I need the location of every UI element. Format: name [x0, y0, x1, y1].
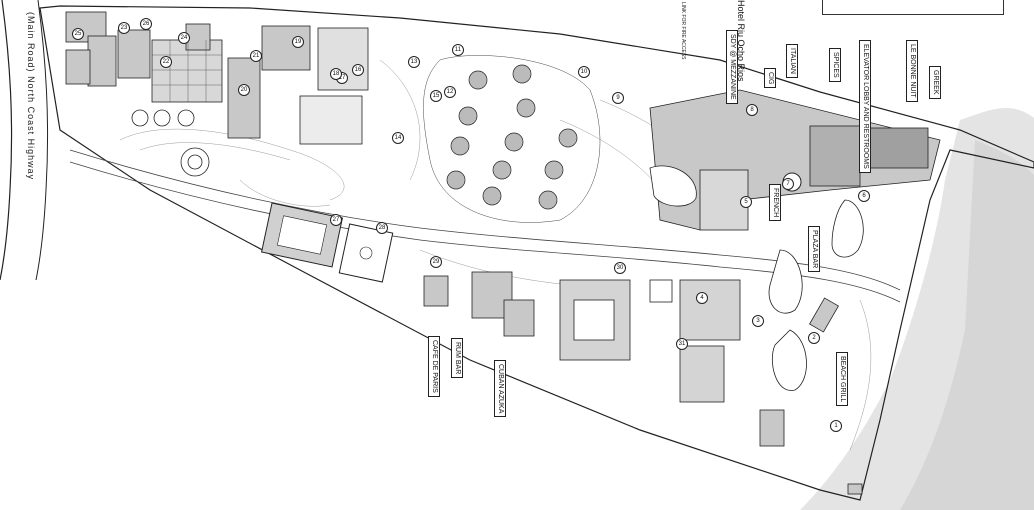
label-spices: SPICES	[829, 48, 841, 82]
site-marker-4: 4	[696, 292, 708, 304]
site-marker-19: 19	[292, 36, 304, 48]
highway-road-edge	[35, 0, 49, 281]
site-marker-11: 11	[452, 44, 464, 56]
tennis-court	[260, 202, 344, 268]
label-elevator-lobby: ELEVATOR LOBBY AND RESTROOMS	[859, 40, 871, 173]
site-marker-15: 15	[430, 90, 442, 102]
site-marker-9: 9	[612, 92, 624, 104]
label-sdy-mezzanine: SDY @ MEZZANINE	[726, 30, 738, 104]
label-greek: GREEK	[929, 66, 941, 99]
site-marker-23: 23	[118, 22, 130, 34]
site-marker-12: 12	[444, 86, 456, 98]
label-plaza-bar: PLAZA BAR	[808, 226, 820, 273]
site-marker-16: 16	[352, 64, 364, 76]
site-marker-28: 28	[376, 222, 388, 234]
villa-clusters	[446, 64, 578, 210]
internal-road	[69, 149, 901, 291]
label-rum-bar: RUM BAR	[451, 338, 463, 379]
site-marker-18: 18	[330, 68, 342, 80]
site-marker-7: 7	[782, 178, 794, 190]
site-marker-1: 1	[830, 420, 842, 432]
site-marker-31: 31	[676, 338, 688, 350]
label-cig: CIG	[764, 68, 776, 89]
basketball-court	[338, 223, 394, 283]
legend-frame	[822, 0, 1004, 15]
tanks	[131, 109, 210, 177]
label-le-bonne-nuit: LE BONNE NUIT	[906, 40, 918, 102]
site-marker-13: 13	[408, 56, 420, 68]
highway-label-suffix: Road)	[26, 43, 36, 73]
site-marker-25: 25	[72, 28, 84, 40]
buildings-central	[423, 271, 741, 403]
villa-landscape	[423, 55, 601, 223]
site-marker-6: 6	[858, 190, 870, 202]
site-marker-29: 29	[430, 256, 442, 268]
site-marker-2: 2	[808, 332, 820, 344]
highway-label-name: North Coast Highway	[26, 76, 36, 181]
site-marker-30: 30	[614, 262, 626, 274]
highway-road	[0, 0, 13, 281]
label-cafe-de-paris: CAFE DE PARIS	[428, 336, 440, 397]
site-marker-8: 8	[746, 104, 758, 116]
building-grid	[152, 40, 222, 102]
main-hotel	[649, 89, 941, 231]
property-boundary	[39, 5, 1034, 501]
pools	[649, 165, 864, 391]
site-marker-3: 3	[752, 315, 764, 327]
label-beach-grill: BEACH GRILL	[836, 352, 848, 407]
site-marker-20: 20	[238, 84, 250, 96]
buildings-west	[65, 11, 369, 145]
site-marker-26: 26	[140, 18, 152, 30]
label-italian: ITALIAN	[786, 44, 798, 78]
highway-label: (Main Road) North Coast Highway	[26, 12, 36, 180]
internal-road-2	[69, 161, 901, 303]
site-marker-27: 27	[330, 214, 342, 226]
site-marker-24: 24	[178, 32, 190, 44]
site-marker-5: 5	[740, 196, 752, 208]
label-cuban-azuka: CUBAN AZUKA	[494, 360, 506, 418]
highway-label-prefix: (Main	[26, 12, 36, 40]
hotel-title: Hotel Riu Ocho Rios	[736, 0, 746, 82]
site-marker-10: 10	[578, 66, 590, 78]
fire-access-note: LINK FOR FIRE ACCESS	[680, 2, 686, 60]
site-marker-21: 21	[250, 50, 262, 62]
site-marker-14: 14	[392, 132, 404, 144]
beach-structures	[759, 297, 863, 495]
sea-shade	[900, 140, 1034, 510]
site-marker-22: 22	[160, 56, 172, 68]
label-french: FRENCH	[769, 184, 781, 222]
